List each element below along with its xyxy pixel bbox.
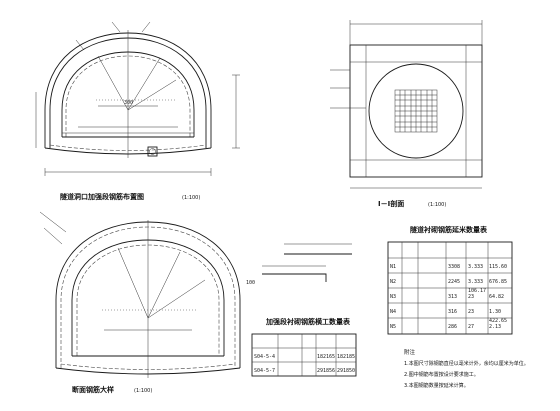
qty-n4-w: 1.30 [489, 309, 501, 315]
entrance-radius-3 [127, 79, 177, 111]
rebar-row2-code: S04-5-7 [254, 368, 275, 374]
rebar-table: 加强段衬砌钢筋横工数量表 S04-5-4 182165 182185 S04-5… [251, 317, 357, 377]
rebar-row1-code: S04-5-4 [254, 354, 275, 360]
qty-n2-w: 106.17 [468, 288, 486, 294]
rebar-table-frame [251, 333, 357, 377]
quantity-table: 隧道衬砌钢筋延米数量表 N1 3308 3.333 115.60 676.85 … [387, 225, 513, 335]
entrance-drawing: 300 隧道洞口加强段钢筋布置图 (1:100) [35, 21, 240, 201]
qty-n1-no: N1 [390, 264, 396, 270]
lining-title: 断面钢筋大样 [72, 385, 114, 394]
notes-line-2: 2.图中钢筋布置按设计要求施工。 [404, 371, 479, 378]
qty-n4-len: 316 [448, 309, 457, 315]
rebar-row1-v1: 182165 [317, 354, 335, 360]
section-scale: (1:100) [428, 202, 446, 208]
section-outline [349, 44, 483, 178]
entrance-leader-2 [111, 21, 121, 33]
qty-n4-no: N4 [390, 309, 396, 315]
entrance-scale: (1:100) [182, 195, 200, 201]
section-grid [394, 89, 438, 133]
entrance-radius-2 [127, 57, 161, 111]
rebar-shape-hook [262, 273, 327, 282]
qty-n1-w: 115.60 [489, 264, 507, 270]
qty-n4-qty: 23 [468, 309, 474, 315]
rebar-row2-v1: 291856 [317, 368, 335, 374]
quantity-table-title: 隧道衬砌钢筋延米数量表 [410, 225, 488, 234]
qty-n5-no: N5 [390, 324, 396, 330]
qty-n2-no: N2 [390, 279, 396, 285]
lining-radius-1 [117, 247, 149, 319]
rebar-table-title: 加强段衬砌钢筋横工数量表 [265, 317, 351, 326]
rebar-row2-v2: 291850 [337, 368, 355, 374]
qty-n1-total: 676.85 [489, 279, 507, 285]
lining-radius-2 [147, 251, 181, 319]
entrance-radius-1 [97, 55, 129, 111]
qty-n3-qty: 23 [468, 294, 474, 300]
section-title: I－I剖面 [378, 199, 404, 208]
lining-drawing: 断面钢筋大样 (1:100) [39, 211, 241, 394]
notes-line-3: 3.本图钢筋数量按延米计算。 [404, 382, 469, 389]
qty-n5-len: 286 [448, 324, 457, 330]
qty-n3-len: 313 [448, 294, 457, 300]
entrance-leader-3 [141, 21, 151, 33]
notes-heading: 附注 [404, 348, 416, 356]
lining-scale: (1:100) [134, 388, 152, 394]
notes: 附注 1.本图尺寸除钢筋直径以毫米计外，余均以厘米为单位。 2.图中钢筋布置按设… [404, 348, 529, 389]
qty-n1-len: 3308 [448, 264, 460, 270]
entrance-title: 隧道洞口加强段钢筋布置图 [60, 192, 144, 201]
notes-line-1: 1.本图尺寸除钢筋直径以毫米计外，余均以厘米为单位。 [404, 360, 529, 367]
qty-n3-w: 64.82 [489, 294, 504, 300]
rebar-shapes: 100 [246, 243, 352, 286]
qty-n4-total: 422.65 [489, 318, 507, 324]
qty-n5-qty: 27 [468, 324, 474, 330]
qty-n1-qty: 3.333 [468, 264, 483, 270]
lining-radius-3 [147, 279, 206, 319]
entrance-inner-rebar [65, 55, 191, 137]
entrance-dim-300: 300 [124, 100, 133, 106]
qty-n5-w: 2.13 [489, 324, 501, 330]
rebar-row1-v2: 182185 [337, 354, 355, 360]
entrance-drain-pipe [149, 148, 156, 155]
section-drawing: I－I剖面 (1:100) [330, 20, 483, 208]
lining-leader-1 [39, 211, 67, 233]
qty-n2-len: 2245 [448, 279, 460, 285]
entrance-drain-box [147, 146, 158, 157]
section-circle [368, 63, 464, 159]
rebar-shape-dim-100: 100 [246, 280, 255, 286]
qty-n3-no: N3 [390, 294, 396, 300]
lining-leader-2 [43, 227, 63, 245]
qty-n2-qty: 3.333 [468, 279, 483, 285]
entrance-leader-1 [75, 39, 85, 51]
